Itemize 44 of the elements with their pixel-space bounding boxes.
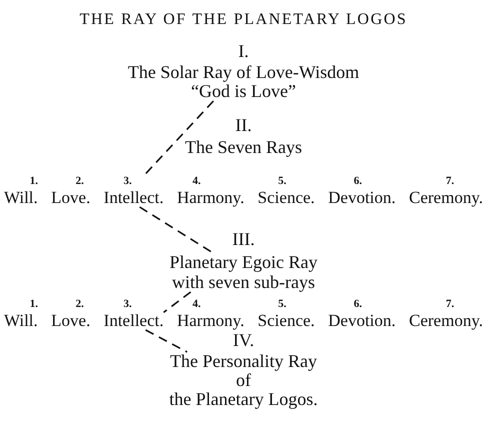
- ray-description: The Seven Rays: [185, 137, 302, 157]
- ray-name: Ceremony.: [409, 311, 483, 330]
- ray-number: 7.: [446, 175, 454, 188]
- diagram-title: THE RAY OF THE PLANETARY LOGOS: [80, 10, 408, 30]
- ray-name: Harmony.: [176, 311, 244, 330]
- quote-text: “God is Love”: [191, 82, 296, 101]
- roman-numeral: II.: [235, 114, 252, 136]
- ray-number: 5.: [278, 298, 286, 311]
- dashed-connector: [139, 206, 212, 253]
- ray-name: Intellect.: [104, 311, 164, 330]
- ray-number: 6.: [354, 175, 362, 188]
- ray-number: 3.: [124, 175, 132, 188]
- ray-description: the Planetary Logos.: [169, 390, 318, 409]
- ray-name: Devotion.: [328, 188, 396, 207]
- ray-number: 3.: [124, 298, 132, 311]
- ray-description: The Personality Ray: [170, 352, 317, 371]
- dashed-connector: [145, 329, 188, 353]
- ray-name: Science.: [258, 188, 315, 207]
- ray-number: 7.: [446, 298, 454, 311]
- ray-number: 5.: [278, 175, 286, 188]
- dashed-connector: [163, 291, 192, 314]
- ray-number: 4.: [192, 298, 201, 311]
- connecting-word: of: [236, 371, 251, 390]
- ray-description: The Solar Ray of Love-Wisdom: [128, 63, 360, 82]
- roman-numeral: III.: [232, 228, 255, 250]
- ray-number: 4.: [192, 175, 201, 188]
- ray-name: Love.: [51, 311, 90, 330]
- ray-name: Will.: [4, 188, 38, 207]
- ray-name: Will.: [4, 311, 38, 330]
- roman-numeral: I.: [238, 40, 249, 62]
- ray-name: Devotion.: [328, 311, 396, 330]
- ray-name: Ceremony.: [409, 188, 483, 207]
- dashed-connector: [144, 100, 214, 176]
- ray-name: Intellect.: [104, 188, 164, 207]
- roman-numeral: IV.: [232, 330, 254, 351]
- ray-number: 1.: [30, 175, 38, 188]
- ray-number: 2.: [76, 175, 84, 188]
- ray-name: Harmony.: [176, 188, 244, 207]
- ray-number: 2.: [76, 298, 84, 311]
- ray-number: 6.: [354, 298, 362, 311]
- ray-description: Planetary Egoic Ray with seven sub-rays: [164, 252, 324, 292]
- ray-name: Love.: [51, 188, 90, 207]
- ray-number: 1.: [30, 298, 38, 311]
- ray-name: Science.: [258, 311, 315, 330]
